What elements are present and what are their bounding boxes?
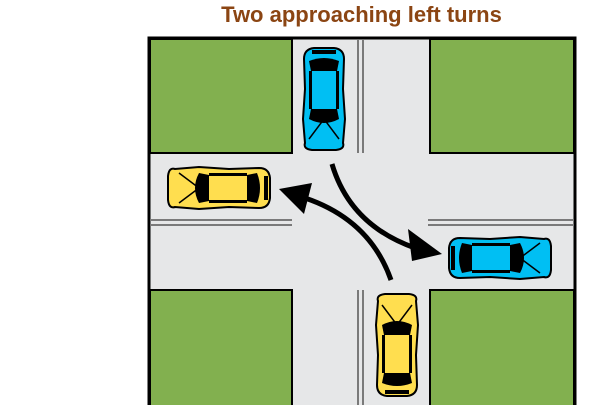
grass-block-top-left — [149, 38, 293, 154]
grass-block-bottom-right — [429, 289, 575, 405]
grass-block-bottom-left — [149, 289, 293, 405]
lane-divider-lines — [150, 40, 574, 405]
yellow-car-west — [167, 166, 271, 210]
yellow-car-turn-arrow — [279, 183, 394, 281]
grass-block-top-right — [429, 38, 575, 154]
blue-car-east — [448, 236, 552, 280]
blue-car-turn-arrow — [329, 163, 442, 261]
yellow-car-southbound-lane — [375, 293, 419, 397]
diagram-title: Two approaching left turns — [221, 2, 502, 27]
blue-car-northbound-lane — [302, 47, 346, 151]
